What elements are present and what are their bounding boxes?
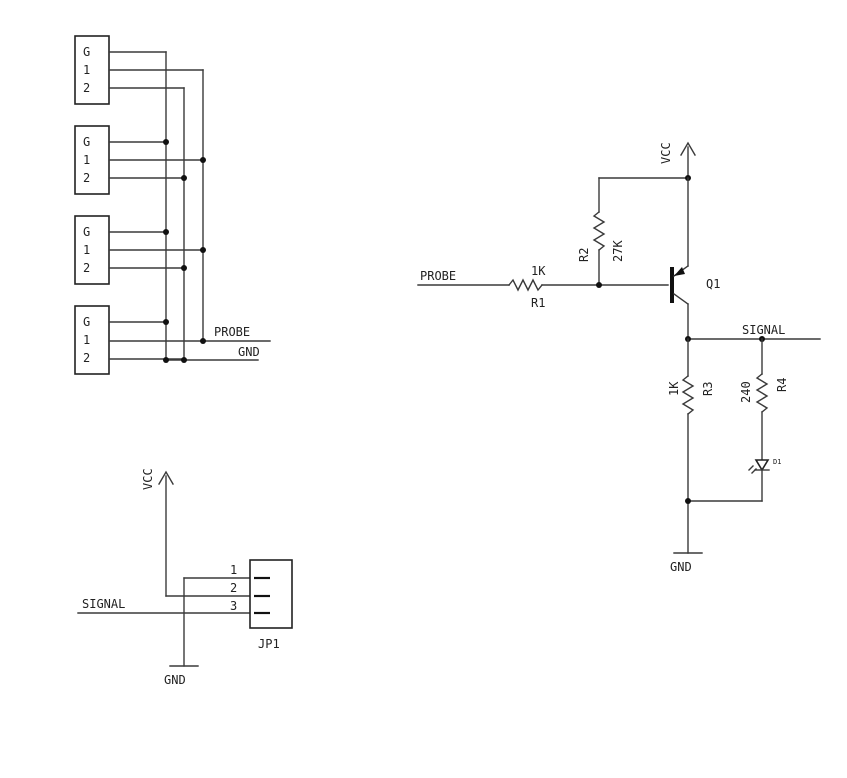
- r2-value-label: 27K: [611, 240, 625, 262]
- pin-label: 2: [83, 171, 90, 185]
- junction-dot: [596, 282, 602, 288]
- junction-dot: [200, 247, 206, 253]
- pin-number: 3: [230, 599, 237, 613]
- r1-ref-label: R1: [531, 296, 545, 310]
- junction-dot: [200, 338, 206, 344]
- jp1-header: VCC GND SIGNAL 1 2 3 JP1: [77, 468, 293, 687]
- r4-resistor-icon: [755, 373, 769, 413]
- vcc-arrow-icon: [680, 141, 696, 156]
- sensor-connector-1: G 1 2: [74, 35, 204, 105]
- signal-net-label: SIGNAL: [82, 597, 125, 611]
- junction-dot: [163, 229, 169, 235]
- junction-dot: [200, 157, 206, 163]
- pin-label: 1: [83, 243, 90, 257]
- r3-resistor-icon: [681, 375, 695, 415]
- junction-dot: [181, 357, 187, 363]
- gnd-net-label: GND: [164, 673, 186, 687]
- pin-label: G: [83, 135, 90, 149]
- connector-body: [74, 215, 110, 285]
- d1-light-ray-icon: [748, 465, 754, 471]
- probe-net-label: PROBE: [420, 269, 456, 283]
- r3-value-label: 1K: [667, 381, 681, 396]
- pin-label: 1: [83, 153, 90, 167]
- pin-label: 1: [83, 333, 90, 347]
- q1-transistor: Q1: [670, 265, 720, 305]
- pin-label: 2: [83, 261, 90, 275]
- pin-label: G: [83, 45, 90, 59]
- junction-dot: [685, 498, 691, 504]
- r4-value-label: 240: [739, 381, 753, 403]
- junction-dot: [163, 357, 169, 363]
- connector-body: [74, 305, 110, 375]
- jp1-ref-label: JP1: [258, 637, 280, 651]
- q1-emitter-arrow-icon: [674, 267, 685, 276]
- junction-dot: [163, 139, 169, 145]
- pin-label: G: [83, 315, 90, 329]
- gnd-net-label: GND: [238, 345, 260, 359]
- vcc-net-label: VCC: [659, 142, 673, 164]
- d1-light-ray-icon: [751, 468, 757, 474]
- d1-diode-icon: [754, 459, 770, 472]
- r3-ref-label: R3: [701, 382, 715, 396]
- pin-number: 1: [230, 563, 237, 577]
- jp1-body: [249, 559, 293, 629]
- pin-label: G: [83, 225, 90, 239]
- pin-label: 1: [83, 63, 90, 77]
- connector-body: [74, 35, 110, 105]
- probe-net-label: PROBE: [214, 325, 250, 339]
- junction-dot: [181, 175, 187, 181]
- q1-ref-label: Q1: [706, 277, 720, 291]
- r1-resistor-icon: [508, 278, 543, 292]
- sensor-connector-4: G 1 2: [74, 305, 204, 375]
- gnd-net-label: GND: [670, 560, 692, 574]
- connector-body: [74, 125, 110, 195]
- pin-label: 2: [83, 81, 90, 95]
- junction-dot: [181, 265, 187, 271]
- r1-value-label: 1K: [531, 264, 546, 278]
- r4-ref-label: R4: [775, 378, 789, 392]
- sensor-connector-2: G 1 2: [74, 125, 206, 195]
- r2-resistor-icon: [592, 211, 606, 251]
- r2-ref-label: R2: [577, 248, 591, 262]
- vcc-arrow-icon: [158, 470, 174, 485]
- sensor-connector-3: G 1 2: [74, 215, 206, 285]
- d1-led: D1: [748, 458, 781, 474]
- d1-ref-label: D1: [773, 458, 781, 466]
- junction-dot: [163, 319, 169, 325]
- pin-number: 2: [230, 581, 237, 595]
- pin-label: 2: [83, 351, 90, 365]
- q1-collector: [673, 293, 689, 305]
- vcc-net-label: VCC: [141, 468, 155, 490]
- signal-net-label: SIGNAL: [742, 323, 785, 337]
